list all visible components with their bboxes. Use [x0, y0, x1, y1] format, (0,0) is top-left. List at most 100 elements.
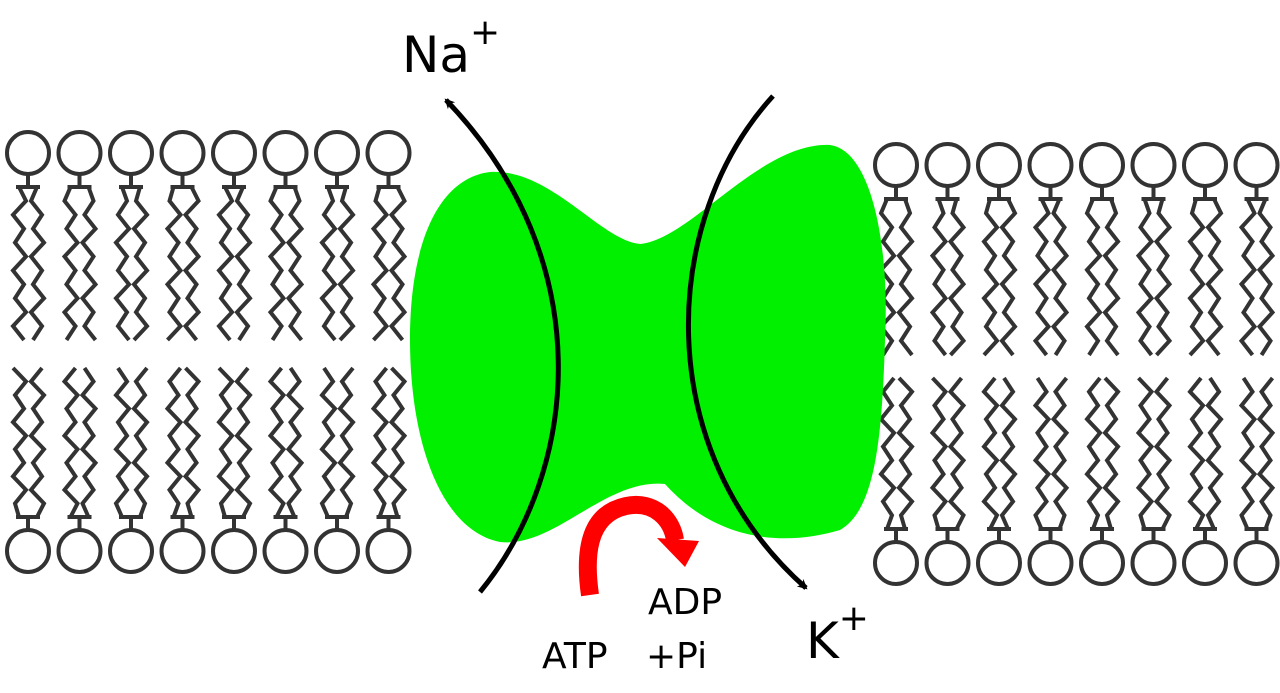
phospholipid-tail-icon [1256, 376, 1276, 530]
phospholipid-head-icon [159, 528, 206, 574]
phospholipid-tail-icon [216, 366, 235, 518]
atp-hydrolysis-arrow-icon [578, 495, 684, 597]
phospholipid-tail-icon [929, 376, 949, 530]
sodium-arrow-icon [444, 98, 561, 594]
phospholipid-tail-icon [388, 186, 408, 342]
left-outer-leaflet [5, 130, 412, 342]
phospholipid-tail-icon [1153, 198, 1173, 357]
phospholipid-tail-icon [10, 366, 29, 518]
phospholipid-tail-icon [370, 186, 390, 342]
right-outer-leaflet [873, 142, 1280, 357]
phospholipid-tail-icon [896, 376, 915, 530]
phospholipid-head-icon [1130, 540, 1177, 586]
phospholipid-tail-icon [28, 186, 47, 342]
phospholipid-tail-icon [234, 186, 253, 342]
phospholipid-tail-icon [388, 366, 408, 518]
left-inner-leaflet [5, 366, 412, 574]
phospholipid-tail-icon [370, 366, 390, 518]
phospholipid-tail-icon [981, 376, 1000, 530]
phospholipid-tail-icon [947, 198, 967, 357]
phospholipid-head-icon [1182, 540, 1228, 586]
phospholipid-tail-icon [319, 366, 338, 518]
sodium-label: Na+ [402, 12, 500, 84]
phospholipid-head-icon [1079, 142, 1125, 188]
phospholipid-tail-icon [164, 366, 184, 518]
phospholipid-head-icon [211, 130, 257, 176]
phospholipid-tail-icon [267, 186, 287, 342]
phospholipid-tail-icon [1205, 376, 1224, 530]
phospholipid-tail-icon [113, 366, 132, 518]
phospholipid-tail-icon [1256, 198, 1276, 357]
phospholipid-tail-icon [113, 186, 132, 342]
phospholipid-tail-icon [1205, 198, 1224, 357]
phospholipid-tail-icon [10, 186, 29, 342]
phospholipid-tail-icon [1135, 376, 1155, 530]
phospholipid-tail-icon [216, 186, 235, 342]
phospholipid-tail-icon [1135, 198, 1155, 357]
pump-protein-icon [410, 144, 886, 543]
sodium-charge: + [470, 12, 500, 53]
phospholipid-tail-icon [1050, 198, 1070, 357]
phospholipid-tail-icon [1084, 376, 1103, 530]
phospholipid-tail-icon [79, 366, 99, 518]
phospholipid-tail-icon [285, 366, 305, 518]
phospholipid-head-icon [56, 130, 103, 176]
phospholipid-tail-icon [337, 366, 356, 518]
phospholipid-tail-icon [1032, 198, 1052, 357]
phospholipid-tail-icon [267, 366, 287, 518]
phospholipid-head-icon [262, 130, 309, 176]
atp-label: ATP [542, 636, 608, 677]
phospholipid-head-icon [5, 528, 51, 574]
phospholipid-tail-icon [79, 186, 99, 342]
phospholipid-head-icon [976, 540, 1022, 586]
phospholipid-tail-icon [234, 366, 253, 518]
phospholipid-tail-icon [61, 366, 81, 518]
phospholipid-head-icon [1182, 142, 1228, 188]
phospholipid-head-icon [1233, 540, 1280, 586]
phospholipid-head-icon [1079, 540, 1125, 586]
phospholipid-tail-icon [929, 198, 949, 357]
phospholipid-head-icon [1130, 142, 1177, 188]
phospholipid-head-icon [1027, 540, 1074, 586]
phospholipid-tail-icon [981, 198, 1000, 357]
phospholipid-tail-icon [61, 186, 81, 342]
phospholipid-tail-icon [1050, 376, 1070, 530]
phospholipid-tail-icon [1238, 376, 1258, 530]
phospholipid-head-icon [211, 528, 257, 574]
adp-label: ADP [648, 582, 722, 623]
phospholipid-head-icon [365, 130, 412, 176]
pi-label: +Pi [646, 636, 707, 677]
phospholipid-tail-icon [1187, 376, 1206, 530]
potassium-charge: + [839, 598, 869, 639]
phospholipid-head-icon [924, 540, 971, 586]
phospholipid-head-icon [924, 142, 971, 188]
phospholipid-tail-icon [131, 366, 150, 518]
phospholipid-tail-icon [896, 198, 915, 357]
potassium-label: K+ [806, 598, 869, 670]
phospholipid-head-icon [873, 142, 919, 188]
right-inner-leaflet [873, 376, 1280, 586]
phospholipid-tail-icon [182, 366, 202, 518]
phospholipid-head-icon [1027, 142, 1074, 188]
atp-arrowhead-icon [657, 538, 699, 567]
phospholipid-tail-icon [1187, 198, 1206, 357]
phospholipid-tail-icon [1238, 198, 1258, 357]
phospholipid-tail-icon [285, 186, 305, 342]
phospholipid-tail-icon [28, 366, 47, 518]
phospholipid-tail-icon [337, 186, 356, 342]
phospholipid-tail-icon [131, 186, 150, 342]
phospholipid-head-icon [56, 528, 103, 574]
phospholipid-head-icon [873, 540, 919, 586]
phospholipid-head-icon [108, 528, 154, 574]
phospholipid-tail-icon [947, 376, 967, 530]
phospholipid-tail-icon [1032, 376, 1052, 530]
phospholipid-head-icon [314, 130, 360, 176]
phospholipid-tail-icon [1153, 376, 1173, 530]
phospholipid-tail-icon [164, 186, 184, 342]
potassium-arrow-icon [685, 94, 808, 590]
phospholipid-head-icon [262, 528, 309, 574]
phospholipid-head-icon [1233, 142, 1280, 188]
phospholipid-head-icon [976, 142, 1022, 188]
phospholipid-tail-icon [182, 186, 202, 342]
